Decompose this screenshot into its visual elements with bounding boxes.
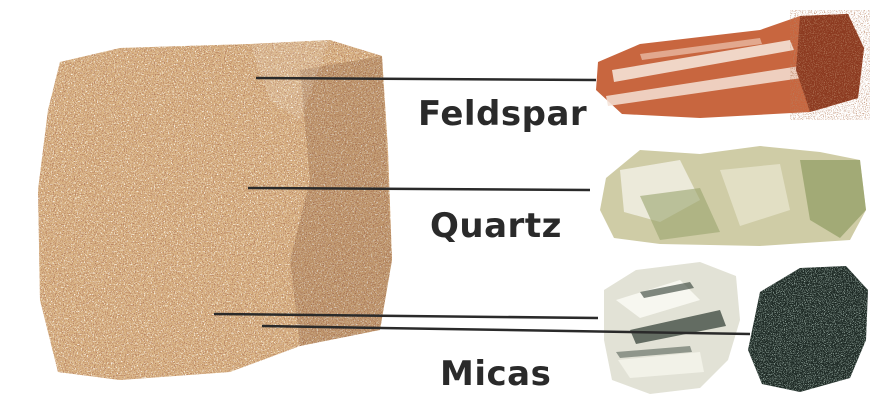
quartz-crystal-icon <box>600 146 866 246</box>
granite-rock-icon <box>30 36 400 386</box>
muscovite-mica-icon <box>604 262 740 394</box>
feldspar-label: Feldspar <box>418 94 587 134</box>
biotite-mica-icon <box>740 260 870 400</box>
quartz-label: Quartz <box>430 206 562 246</box>
feldspar-crystal-icon <box>596 10 870 120</box>
micas-label: Micas <box>440 354 551 394</box>
